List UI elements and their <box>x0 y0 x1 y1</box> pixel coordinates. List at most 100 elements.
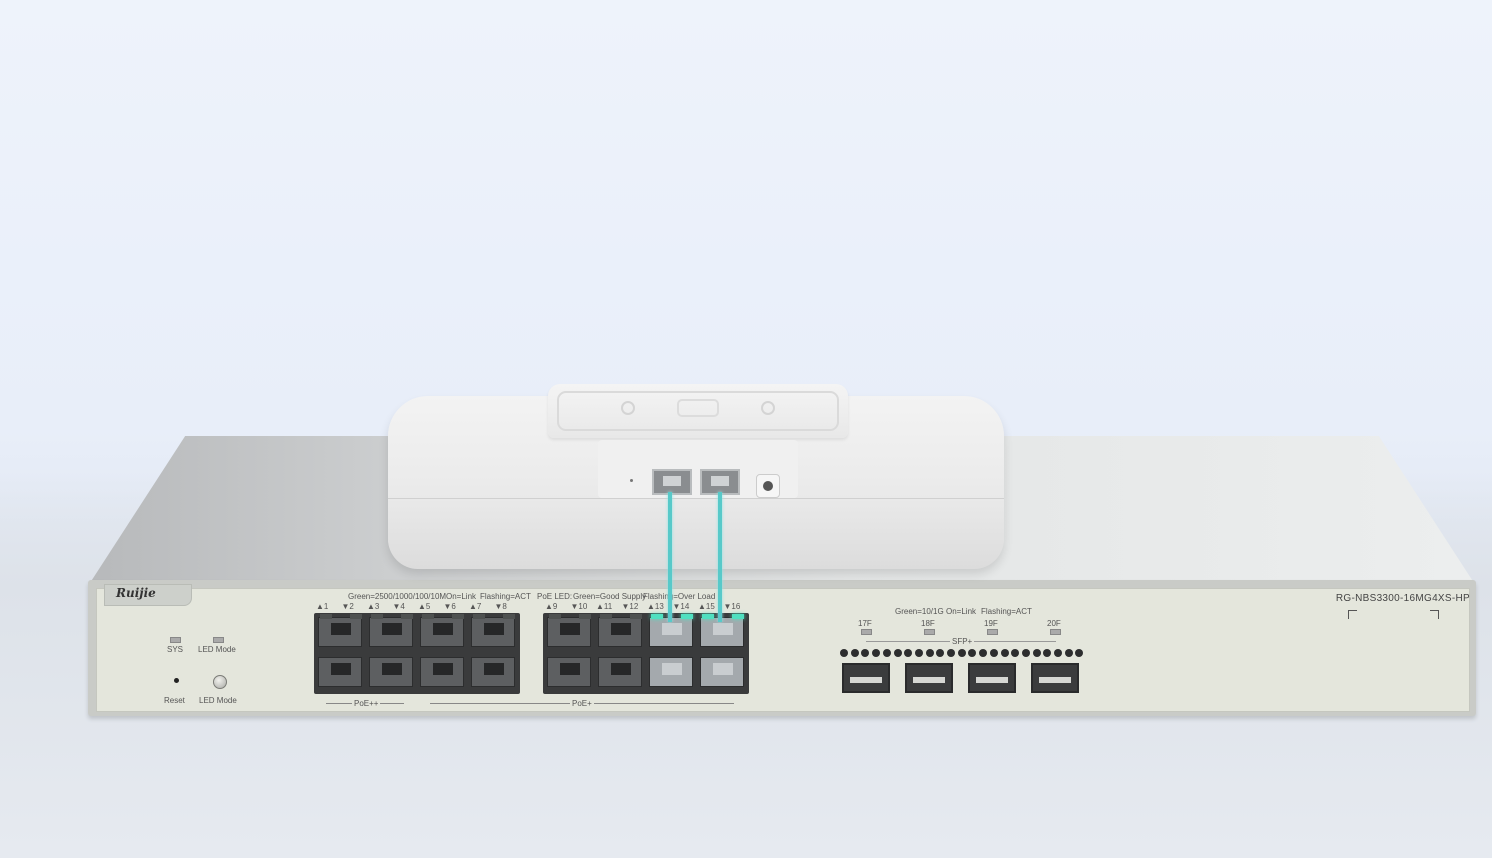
poe-plus-plus-label: PoE++ <box>352 699 381 708</box>
port-label-5: ▲5 <box>418 602 431 611</box>
speed-legend: Green=2500/1000/100/10M <box>348 592 447 601</box>
sfp-indicator-dot <box>1043 649 1052 657</box>
rj45-port-14[interactable] <box>649 657 693 687</box>
sfp-port-19F[interactable] <box>968 663 1016 693</box>
port-led-1-b <box>350 614 362 619</box>
access-point-mount-plate <box>548 384 848 438</box>
sfp-indicator-dot <box>1075 649 1084 657</box>
port-label-9: ▲9 <box>545 602 558 611</box>
link-legend: On=Link <box>446 592 477 601</box>
port-led-1-a <box>320 614 332 619</box>
sfp-indicator-dot <box>968 649 977 657</box>
sfp-indicator-dot <box>947 649 955 657</box>
sfp-led-20F <box>1050 629 1061 635</box>
act-legend: Flashing=ACT <box>480 592 531 601</box>
brand-tab <box>104 584 192 606</box>
sfp-led-18F <box>924 629 935 635</box>
corner-bracket-left <box>1348 610 1357 619</box>
port-label-6: ▼6 <box>443 602 456 611</box>
port-led-11-a <box>600 614 612 619</box>
port-label-2: ▼2 <box>341 602 354 611</box>
sfp-indicator-dot <box>1021 649 1030 657</box>
port-label-16: ▼16 <box>723 602 741 611</box>
mount-plate-detail <box>557 391 839 431</box>
port-led-15-b <box>732 614 744 619</box>
sfp-indicator-dot <box>925 649 934 657</box>
access-point-indicator <box>630 479 633 482</box>
port-label-10: ▼10 <box>570 602 588 611</box>
sfp-led-17F <box>861 629 872 635</box>
sfp-indicator-dot <box>1032 649 1041 657</box>
poe-led-legend: PoE LED: <box>537 592 573 601</box>
rj45-port-12[interactable] <box>598 657 642 687</box>
brand-logo: Ruijie <box>116 586 156 600</box>
rj45-port-9[interactable] <box>547 617 591 647</box>
sfp-speed-legend: Green=10/1G <box>895 607 944 616</box>
sfp-label-17F: 17F <box>858 619 872 628</box>
sfp-label-19F: 19F <box>984 619 998 628</box>
port-led-3-b <box>401 614 413 619</box>
port-led-13-a <box>651 614 663 619</box>
good-supply-legend: Green=Good Supply <box>573 592 647 601</box>
network-cable-2 <box>718 492 722 622</box>
sfp-label-20F: 20F <box>1047 619 1061 628</box>
model-label: RG-NBS3300-16MG4XS-HP <box>1335 593 1470 604</box>
port-led-15-a <box>702 614 714 619</box>
rj45-port-4[interactable] <box>369 657 413 687</box>
access-point-port-1[interactable] <box>652 469 692 495</box>
port-label-4: ▼4 <box>392 602 405 611</box>
sfp-act-legend: Flashing=ACT <box>981 607 1032 616</box>
port-led-9-a <box>549 614 561 619</box>
port-label-7: ▲7 <box>469 602 482 611</box>
sfp-indicator-dot <box>904 649 913 657</box>
rj45-port-10[interactable] <box>547 657 591 687</box>
port-label-11: ▲11 <box>596 602 613 611</box>
sfp-indicator-dot <box>957 649 966 657</box>
overload-legend: Flashing=Over Load <box>643 592 716 601</box>
port-label-14: ▼14 <box>672 602 690 611</box>
sfp-port-20F[interactable] <box>1031 663 1079 693</box>
rj45-port-16[interactable] <box>700 657 744 687</box>
poe-plus-label: PoE+ <box>570 699 594 708</box>
sfp-indicator-dot <box>1011 649 1020 657</box>
port-label-3: ▲3 <box>367 602 380 611</box>
access-point-rim <box>388 498 1004 569</box>
reset-pinhole[interactable] <box>174 678 179 683</box>
sfp-indicator-dot <box>840 649 848 657</box>
port-led-7-b <box>503 614 515 619</box>
port-led-5-a <box>422 614 434 619</box>
rj45-port-1[interactable] <box>318 617 362 647</box>
rj45-port-2[interactable] <box>318 657 362 687</box>
rj45-port-15[interactable] <box>700 617 744 647</box>
port-led-3-a <box>371 614 383 619</box>
sfp-indicator-dot <box>979 649 988 657</box>
port-led-13-b <box>681 614 693 619</box>
sys-led <box>170 637 181 643</box>
sfp-port-18F[interactable] <box>905 663 953 693</box>
led-mode-button[interactable] <box>213 675 227 689</box>
rj45-port-5[interactable] <box>420 617 464 647</box>
sfp-indicator-dot <box>1000 649 1009 657</box>
sfp-indicator-dot <box>861 649 870 657</box>
sfp-indicator-dot <box>1064 649 1073 657</box>
sfp-group-label: SFP+ <box>950 637 975 646</box>
rj45-port-8[interactable] <box>471 657 515 687</box>
rj45-port-11[interactable] <box>598 617 642 647</box>
port-label-12: ▼12 <box>621 602 639 611</box>
rj45-port-3[interactable] <box>369 617 413 647</box>
led-mode-led <box>213 637 224 643</box>
rj45-port-7[interactable] <box>471 617 515 647</box>
rj45-port-6[interactable] <box>420 657 464 687</box>
access-point-dc-jack[interactable] <box>756 474 780 498</box>
sfp-indicator-dot <box>914 649 923 657</box>
sfp-label-18F: 18F <box>921 619 935 628</box>
sfp-indicator-dot <box>1054 649 1062 657</box>
corner-bracket-right <box>1430 610 1439 619</box>
led-mode-button-label: LED Mode <box>199 696 237 705</box>
rj45-port-13[interactable] <box>649 617 693 647</box>
sfp-indicator-dot <box>893 649 902 657</box>
port-led-11-b <box>630 614 642 619</box>
sfp-link-legend: On=Link <box>946 607 977 616</box>
sys-led-label: SYS <box>167 645 184 654</box>
sfp-port-17F[interactable] <box>842 663 890 693</box>
